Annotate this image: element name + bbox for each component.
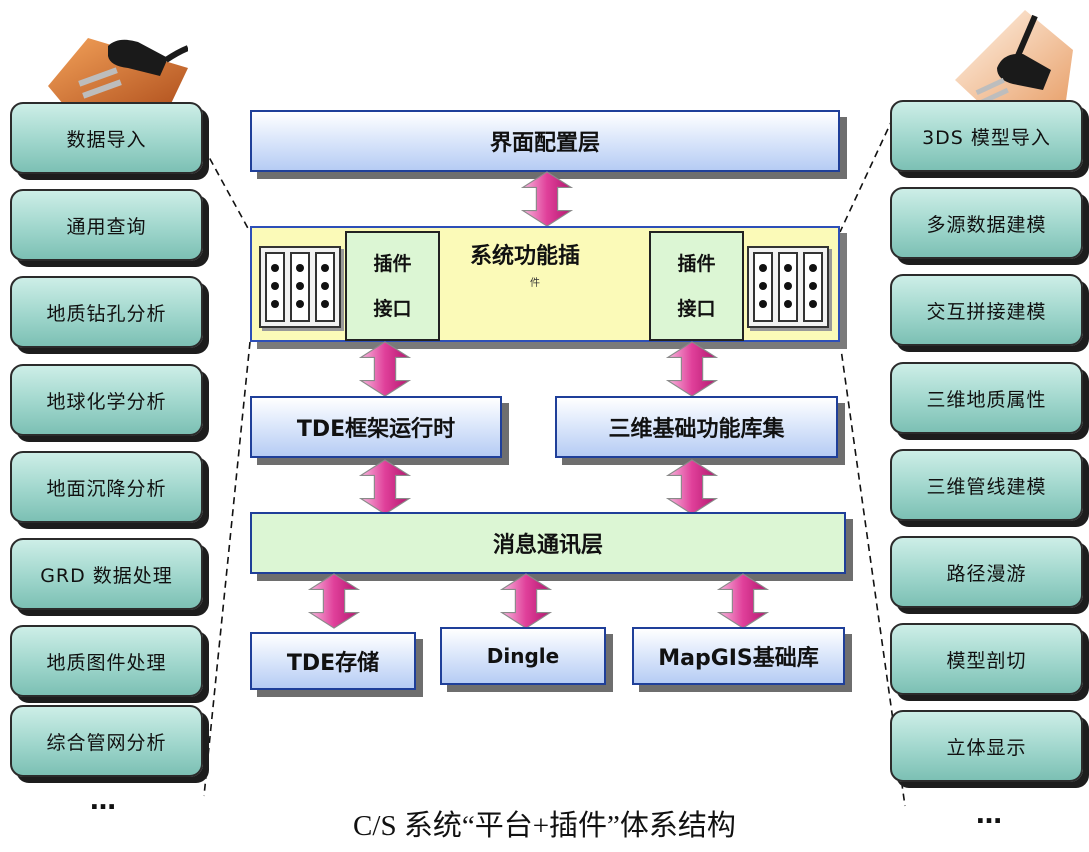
base-libs-box: 三维基础功能库集 [555,396,838,458]
plugin-3d-pipeline-modeling[interactable]: 三维管线建模 [890,449,1083,521]
plugin-interface-right-line1: 插件 [677,253,716,275]
plugin-interface-right[interactable]: 插件 接口 [649,231,744,341]
mapgis-box: MapGIS基础库 [632,627,845,685]
plugin-interactive-stitch-modeling[interactable]: 交互拼接建模 [890,274,1083,346]
plugin-geologic-map-processing[interactable]: 地质图件处理 [10,625,203,697]
dingle-box: Dingle [440,627,606,685]
double-arrow-msg-storage [305,572,363,630]
system-plugin-title: 系统功能插 [470,244,581,269]
plugin-multisource-modeling[interactable]: 多源数据建模 [890,187,1083,259]
plugin-pipe-network-analysis[interactable]: 综合管网分析 [10,705,203,777]
double-arrow-runtime-msg [356,458,414,516]
plugin-interface-left-line2: 接口 [373,298,412,320]
double-arrow-msg-dingle [497,572,555,630]
socket-icon-left [259,246,341,328]
plugin-interface-left[interactable]: 插件 接口 [345,231,440,341]
plugin-model-section[interactable]: 模型剖切 [890,623,1083,695]
plugin-3d-geologic-attributes[interactable]: 三维地质属性 [890,362,1083,434]
plugin-geochemistry-analysis[interactable]: 地球化学分析 [10,364,203,436]
messaging-layer: 消息通讯层 [250,512,846,574]
plugin-general-query[interactable]: 通用查询 [10,189,203,261]
socket-icon-right [747,246,829,328]
power-plug-icon-left [48,38,188,110]
plugin-subsidence-analysis[interactable]: 地面沉降分析 [10,451,203,523]
plugin-grd-processing[interactable]: GRD 数据处理 [10,538,203,610]
power-plug-icon-right [955,10,1073,108]
plugin-interface-left-line1: 插件 [373,253,412,275]
double-arrow-sys-runtime [356,340,414,398]
double-arrow-libs-msg [663,458,721,516]
plugin-path-roaming[interactable]: 路径漫游 [890,536,1083,608]
double-arrow-sys-libs [663,340,721,398]
system-plugin-title-clipped: 件 [530,278,540,289]
plugin-3ds-import[interactable]: 3DS 模型导入 [890,100,1083,172]
plugin-data-import[interactable]: 数据导入 [10,102,203,174]
left-more-ellipsis: … [90,786,118,816]
plugin-stereo-display[interactable]: 立体显示 [890,710,1083,782]
tde-runtime-box: TDE框架运行时 [250,396,502,458]
tde-storage-box: TDE存储 [250,632,416,690]
ui-config-layer: 界面配置层 [250,110,840,172]
double-arrow-msg-mapgis [714,572,772,630]
plugin-borehole-analysis[interactable]: 地质钻孔分析 [10,276,203,348]
plugin-interface-right-line2: 接口 [677,298,716,320]
diagram-caption: C/S 系统“平台+插件”体系结构 [353,810,736,842]
right-more-ellipsis: … [976,800,1004,830]
double-arrow-ui-sys [518,170,576,228]
